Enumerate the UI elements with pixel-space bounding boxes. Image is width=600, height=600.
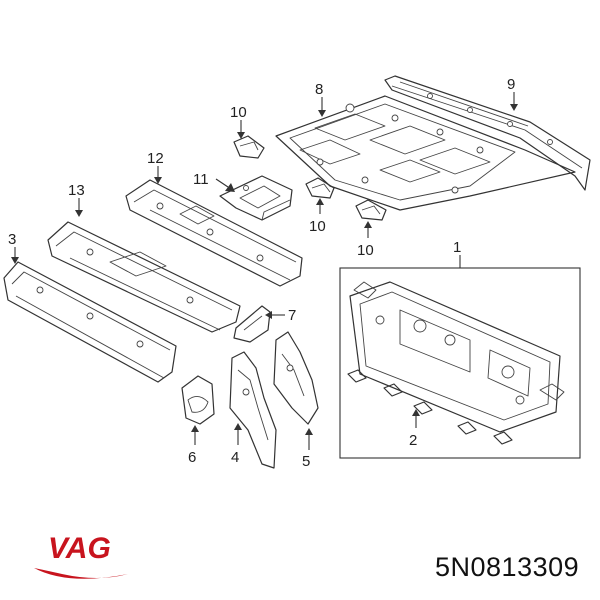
part-11-bracket (219, 175, 293, 221)
logo-swoosh-icon (34, 568, 128, 579)
callout-10-right: 10 (357, 242, 374, 259)
callout-11: 11 (193, 171, 209, 188)
callout-labels: 1 2 3 4 5 6 7 8 9 10 10 10 11 12 13 (8, 76, 515, 470)
callout-6: 6 (188, 449, 196, 466)
callout-7: 7 (288, 307, 296, 324)
callout-5: 5 (302, 453, 310, 470)
part-9-upper-cross-rail (384, 75, 591, 191)
logo-lettering: VAG (48, 532, 111, 565)
part-1-frame (339, 267, 581, 459)
callout-10-top: 10 (230, 104, 247, 121)
part-5-side-inner-panel (273, 331, 319, 425)
part-number: 5N0813309 (435, 552, 580, 582)
part-7-bracket (233, 305, 271, 343)
part-3-rear-cross-panel (3, 261, 177, 383)
callout-3: 3 (8, 231, 16, 248)
part-2-clips (347, 369, 513, 445)
callout-12: 12 (147, 150, 164, 167)
callout-10-middle: 10 (309, 218, 326, 235)
leader-lines (11, 92, 518, 450)
part-10-bracket-middle (305, 177, 335, 199)
callout-9: 9 (507, 76, 515, 93)
part-10-bracket-right (355, 199, 387, 221)
part-4-side-inner-panel (229, 351, 277, 469)
part-1-group (339, 267, 581, 459)
callout-8: 8 (315, 81, 323, 98)
callout-1: 1 (453, 239, 461, 256)
part-6-wheelhouse (181, 375, 215, 425)
part-10-bracket-top (233, 135, 265, 159)
vag-logo: VAG (34, 532, 128, 579)
callout-2: 2 (409, 432, 417, 449)
part-8-parcel-shelf (275, 95, 576, 211)
part-13-cross-member (47, 221, 241, 333)
part-12-cross-member (125, 179, 303, 287)
callout-4: 4 (231, 449, 239, 466)
callout-13: 13 (68, 182, 85, 199)
